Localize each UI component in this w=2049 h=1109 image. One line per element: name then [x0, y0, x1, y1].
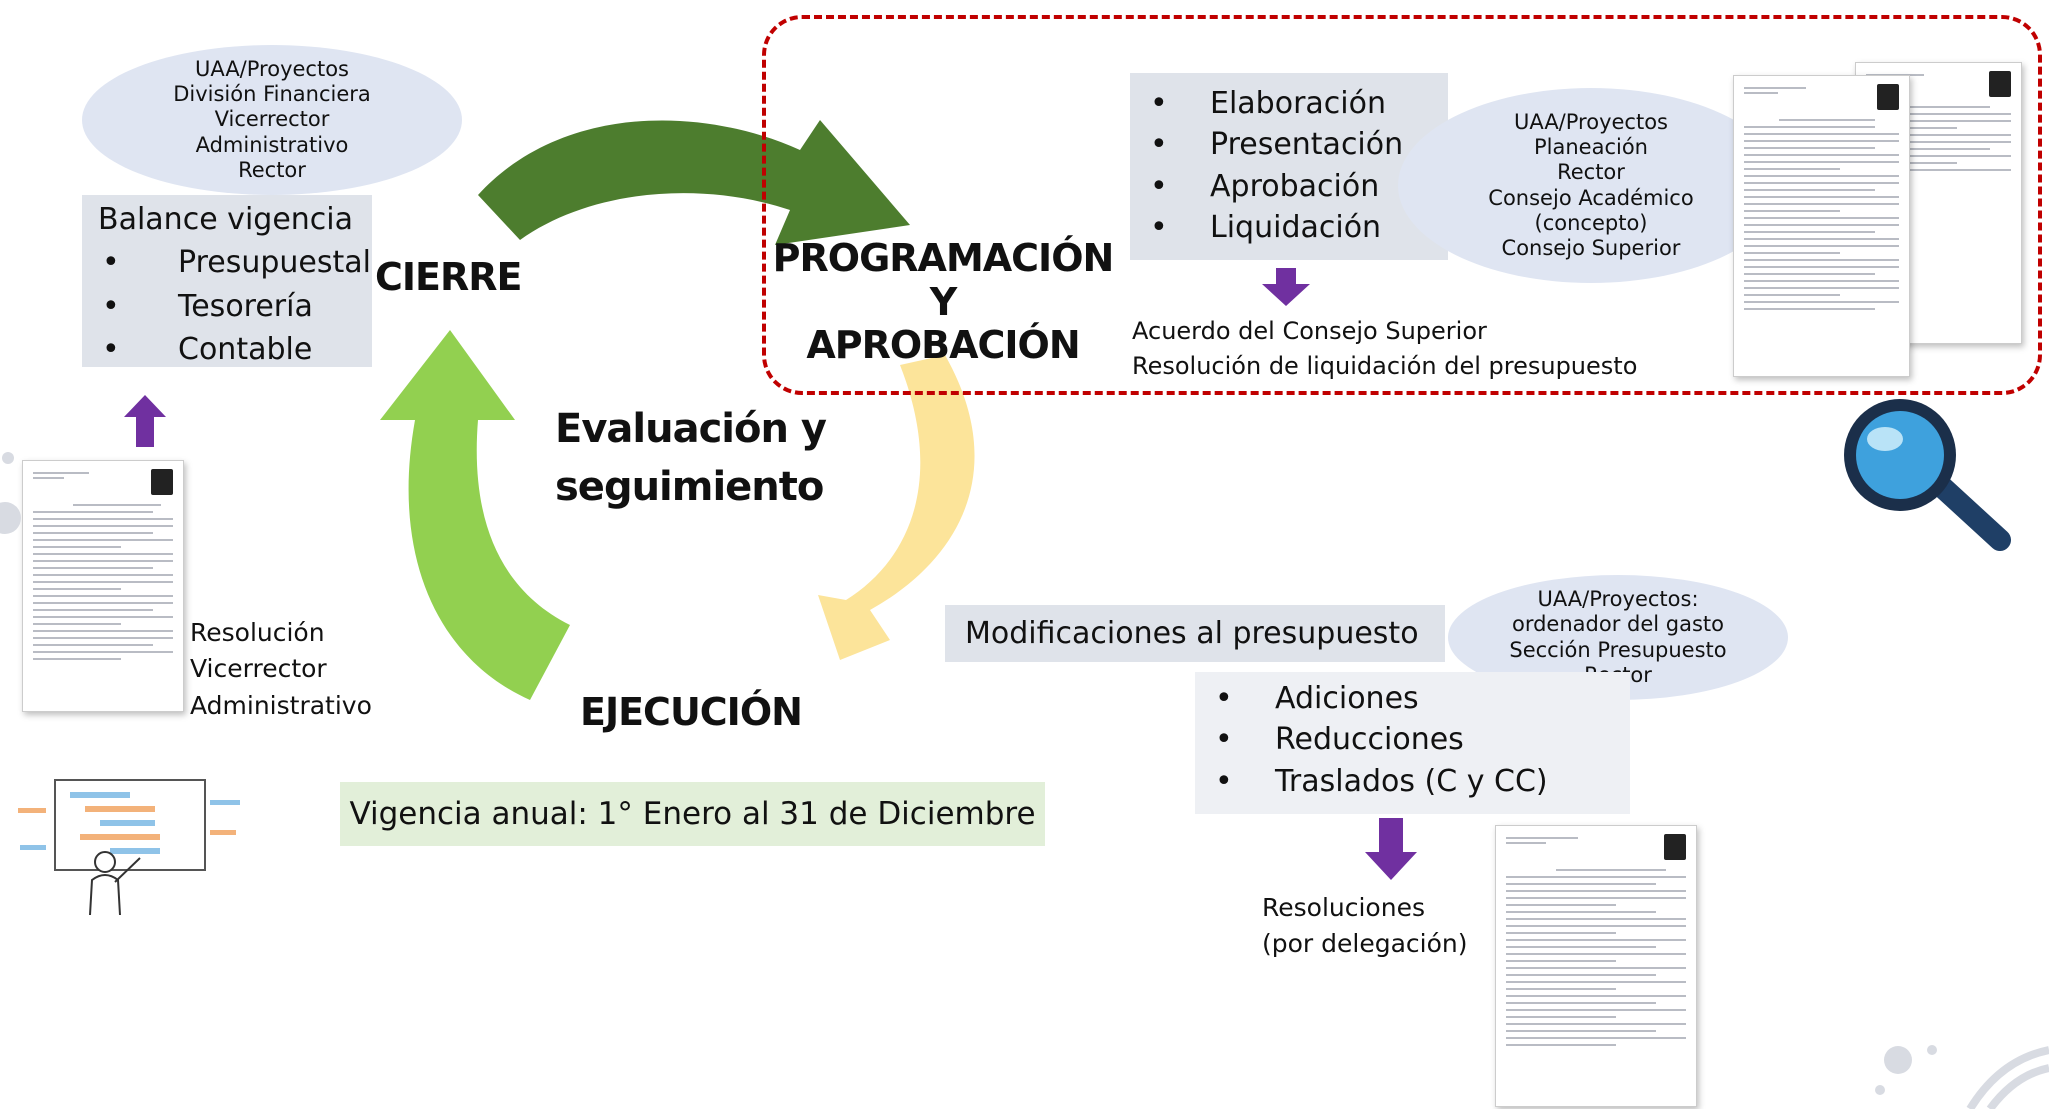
- programacion-responsable: Consejo Superior: [1501, 235, 1681, 260]
- stage-programacion: PROGRAMACIÓN Y APROBACIÓN: [768, 236, 1118, 368]
- stage-evaluacion-line: Evaluación y: [555, 406, 827, 452]
- programacion-responsable: Rector: [1557, 160, 1625, 185]
- resolucion-cierre-line: Administrativo: [190, 690, 372, 720]
- modificaciones-items-box: Adiciones Reducciones Traslados (C y CC): [1195, 672, 1630, 814]
- modificaciones-item: Reducciones: [1195, 719, 1630, 761]
- programacion-responsable: UAA/Proyectos: [1514, 109, 1668, 134]
- programacion-resultado-line: Acuerdo del Consejo Superior: [1132, 317, 1487, 345]
- stage-programacion-line: PROGRAMACIÓN Y: [772, 236, 1115, 324]
- programacion-responsable: Consejo Académico: [1488, 185, 1694, 210]
- cierre-responsable: Rector: [238, 157, 306, 182]
- stage-cierre: CIERRE: [375, 255, 522, 299]
- programacion-resultado-line: Resolución de liquidación del presupuest…: [1132, 351, 1638, 380]
- up-arrow-icon: [124, 395, 166, 447]
- programacion-list: Elaboración Presentación Aprobación Liqu…: [1130, 83, 1448, 249]
- programacion-item: Presentación: [1130, 124, 1448, 166]
- balance-list: Presupuestal Tesorería Contable: [82, 241, 372, 372]
- modificaciones-title-box: Modificaciones al presupuesto: [945, 605, 1445, 662]
- document-thumbnail-cierre: [22, 460, 184, 712]
- cierre-responsable: Vicerrector: [214, 107, 330, 132]
- balance-item: Presupuestal: [82, 241, 372, 285]
- cierre-responsable: Administrativo: [195, 132, 349, 157]
- down-arrow-icon: [1262, 268, 1310, 306]
- programacion-region: [762, 15, 2042, 395]
- programacion-responsables-ellipse: UAA/Proyectos Planeación Rector Consejo …: [1398, 88, 1784, 283]
- balance-item: Tesorería: [82, 285, 372, 329]
- vigencia-text: Vigencia anual: 1° Enero al 31 de Diciem…: [349, 796, 1036, 832]
- modificaciones-resultado-line: (por delegación): [1262, 929, 1468, 959]
- programacion-item: Liquidación: [1130, 207, 1448, 249]
- programacion-responsable: (concepto): [1534, 210, 1648, 235]
- cierre-responsables-ellipse: UAA/Proyectos División Financiera Vicerr…: [82, 45, 462, 195]
- programacion-item: Elaboración: [1130, 83, 1448, 125]
- stage-evaluacion: Evaluación y seguimiento: [555, 400, 827, 516]
- resolucion-cierre-line: Vicerrector: [190, 654, 327, 684]
- down-arrow-icon: [1365, 818, 1417, 880]
- magnifier-icon: [1844, 399, 2011, 551]
- decorative-dots: [1875, 1045, 2049, 1109]
- modificaciones-list: Adiciones Reducciones Traslados (C y CC): [1195, 678, 1630, 803]
- balance-item: Contable: [82, 328, 372, 372]
- programacion-box: Elaboración Presentación Aprobación Liqu…: [1130, 73, 1448, 260]
- modificaciones-resultado-line: Resoluciones: [1262, 893, 1425, 922]
- modificaciones-title: Modificaciones al presupuesto: [965, 616, 1419, 651]
- decorative-dots: [0, 452, 21, 534]
- stage-ejecucion: EJECUCIÓN: [580, 690, 803, 734]
- document-thumbnail-resoluciones: [1495, 825, 1697, 1107]
- balance-box: Balance vigencia Presupuestal Tesorería …: [82, 195, 372, 371]
- arrow-cierre-to-programacion: [478, 120, 910, 245]
- stage-evaluacion-line: seguimiento: [555, 464, 824, 510]
- presenter-illustration: [18, 779, 240, 915]
- arrow-ejecucion-to-cierre: [380, 330, 570, 700]
- cierre-responsable: UAA/Proyectos: [195, 57, 349, 82]
- balance-title: Balance vigencia: [98, 202, 353, 237]
- arrow-programacion-to-ejecucion: [818, 355, 975, 660]
- modificaciones-resultado: Resoluciones (por delegación): [1262, 890, 1468, 963]
- document-thumbnail-acuerdo: [1733, 75, 1910, 377]
- modificaciones-item: Traslados (C y CC): [1195, 761, 1630, 803]
- modificaciones-item: Adiciones: [1195, 678, 1630, 720]
- vigencia-box: Vigencia anual: 1° Enero al 31 de Diciem…: [340, 782, 1045, 846]
- programacion-responsable: Planeación: [1533, 135, 1648, 160]
- modificaciones-responsable: UAA/Proyectos:: [1537, 587, 1699, 612]
- modificaciones-responsable: ordenador del gasto: [1511, 612, 1724, 637]
- stage-programacion-line: APROBACIÓN: [806, 323, 1080, 368]
- programacion-resultado: Acuerdo del Consejo Superior Resolución …: [1132, 314, 1637, 384]
- modificaciones-responsable: Sección Presupuesto: [1509, 637, 1727, 662]
- resolucion-cierre: Resolución Vicerrector Administrativo: [190, 615, 372, 724]
- programacion-item: Aprobación: [1130, 166, 1448, 208]
- resolucion-cierre-line: Resolución: [190, 618, 325, 647]
- cierre-responsable: División Financiera: [173, 82, 371, 107]
